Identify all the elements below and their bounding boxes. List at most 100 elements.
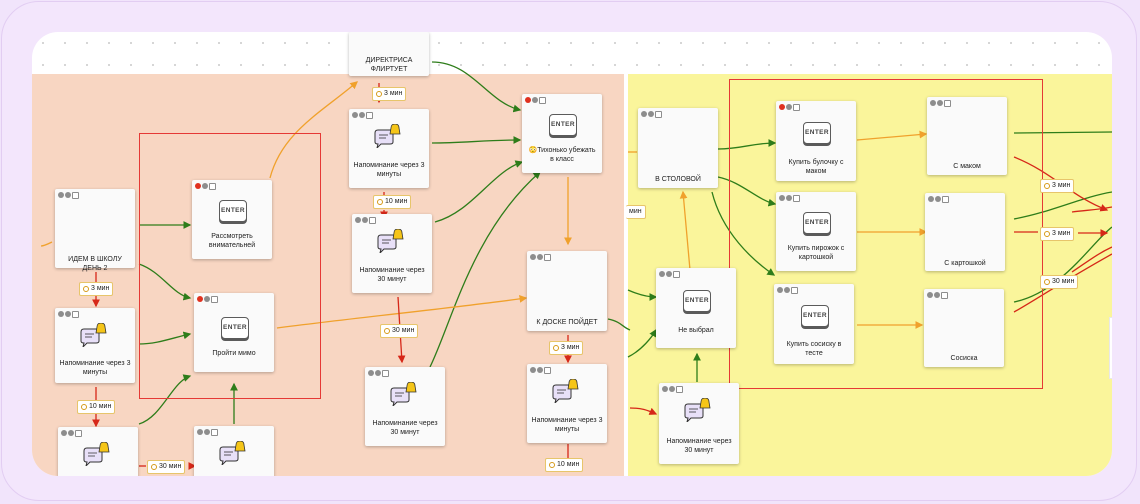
node-ne-vybral[interactable]: ENTER Не выбрал [656, 268, 736, 348]
wire-green [138, 374, 192, 425]
timer-badge[interactable]: 10 мин [77, 400, 116, 414]
enter-icon: ENTER [549, 114, 577, 136]
node-napom30-low[interactable]: Напоминание через 30 минут [365, 367, 445, 446]
timer-badge[interactable]: 3 мин [549, 341, 584, 355]
node-napom30-yel[interactable]: Напоминание через 30 минут [659, 383, 739, 464]
timer-badge[interactable]: 3 мин [1040, 179, 1075, 193]
clock-icon [1044, 183, 1050, 189]
node-napom3-mid[interactable]: Напоминание через 3 минуты [349, 109, 429, 188]
node-label: Пройти мимо [212, 350, 256, 357]
timer-badge[interactable]: 30 мин [380, 324, 419, 338]
enter-icon: ENTER [803, 122, 831, 144]
bell-icon [684, 398, 711, 422]
node-label: Сосиска [950, 355, 978, 362]
node-label: ДИРЕКТРИСА ФЛИРТУЕТ [365, 57, 413, 73]
wire-green [429, 171, 541, 368]
node-icons [368, 370, 389, 378]
node-direktrisa[interactable]: ДИРЕКТРИСА ФЛИРТУЕТ [349, 32, 429, 76]
node-sosiska[interactable]: Сосиска [924, 289, 1004, 367]
node-sosisku[interactable]: ENTER Купить сосиску в тесте [774, 284, 854, 364]
clock-icon [81, 404, 87, 410]
enter-icon: ENTER [221, 317, 249, 339]
timer-badge[interactable]: 3 мин [372, 87, 407, 101]
node-bulochka[interactable]: ENTER Купить булочку с маком [776, 101, 856, 181]
timer-badge[interactable]: 30 мин [147, 460, 186, 474]
node-napom3-right[interactable]: Напоминание через 3 минуты [527, 364, 607, 443]
wire-green [138, 263, 192, 301]
node-bell-bottom-mid[interactable] [194, 426, 274, 476]
clock-icon [549, 462, 555, 468]
timer-badge[interactable]: 3 мин [1040, 227, 1075, 241]
wire-red [629, 407, 658, 415]
node-label: Напоминание через 30 минут [359, 267, 425, 283]
wire-green [711, 191, 776, 276]
node-icons [197, 429, 218, 437]
bell-icon [377, 229, 404, 253]
node-label: Напоминание через 3 минуты [59, 360, 131, 376]
node-label: Напоминание через 3 минуты [531, 417, 603, 433]
wire-orange [856, 130, 928, 141]
connection-layer [40, 61, 1112, 470]
flow-canvas[interactable]: ДИРЕКТРИСА ФЛИРТУЕТ ENTER 😳Тихонько убеж… [32, 32, 1112, 476]
node-napom30-mid[interactable]: Напоминание через 30 минут [352, 214, 432, 293]
clock-icon [151, 464, 157, 470]
node-label: К ДОСКЕ ПОЙДЕТ [536, 319, 598, 326]
node-icons [928, 196, 949, 204]
wire-green [717, 139, 777, 150]
node-icons [197, 296, 218, 304]
bell-icon [374, 124, 401, 148]
bell-icon [552, 379, 579, 403]
node-s-makom[interactable]: С маком [927, 97, 1007, 175]
node-icons [662, 386, 683, 394]
node-icons [530, 367, 551, 375]
node-label: Рассмотреть внимательней [208, 233, 256, 249]
wire-green [627, 289, 658, 301]
wire-green [434, 160, 524, 223]
node-label: Напоминание через 3 минуты [353, 162, 425, 178]
node-label: Купить сосиску в тесте [786, 341, 842, 357]
node-label: ИДЕМ В ШКОЛУ ДЕНЬ 2 [68, 256, 122, 272]
timer-badge[interactable]: 10 мин [373, 195, 412, 209]
node-icons [779, 195, 800, 203]
enter-icon: ENTER [801, 305, 829, 327]
node-idem[interactable]: ИДЕМ В ШКОЛУ ДЕНЬ 2 [55, 189, 135, 272]
node-projti[interactable]: ENTER Пройти мимо [194, 293, 274, 372]
wire-green [627, 328, 657, 358]
node-icons [195, 183, 216, 191]
node-k-doske[interactable]: К ДОСКЕ ПОЙДЕТ [527, 251, 607, 331]
node-icons [779, 104, 800, 112]
node-tikhonko[interactable]: ENTER 😳Тихонько убежать в класс [522, 94, 602, 173]
node-icons [530, 254, 551, 262]
node-s-kartoshkoj[interactable]: С картошкой [925, 193, 1005, 271]
node-napom3-left[interactable]: Напоминание через 3 минуты [55, 308, 135, 383]
node-v-stolovoj[interactable]: В СТОЛОВОЙ [638, 108, 718, 188]
node-label: Напоминание через 30 минут [666, 438, 732, 454]
wire-orange [276, 295, 528, 329]
enter-icon: ENTER [219, 200, 247, 222]
wire-orange [40, 241, 53, 247]
node-label: Напоминание через 30 минут [372, 420, 438, 436]
zone-divider [624, 74, 628, 476]
wire-green [607, 318, 631, 331]
timer-badge[interactable]: 10 мин [545, 458, 584, 472]
node-icons [352, 112, 373, 120]
node-bell-bottom-left[interactable] [58, 427, 138, 476]
node-label: В СТОЛОВОЙ [655, 176, 701, 183]
node-rassmotret[interactable]: ENTER Рассмотреть внимательней [192, 180, 272, 259]
wire-red [1071, 206, 1112, 213]
node-icons [355, 217, 376, 225]
clock-icon [553, 345, 559, 351]
bell-icon [80, 323, 107, 347]
timer-badge[interactable]: 30 мин [1040, 275, 1079, 289]
enter-icon: ENTER [683, 290, 711, 312]
node-label: 😳Тихонько убежать в класс [528, 147, 596, 163]
timer-badge[interactable]: 3 мин [79, 282, 114, 296]
timer-badge[interactable]: мин [626, 205, 646, 219]
wire-orange [269, 81, 358, 179]
highlight-frame [139, 133, 321, 399]
node-pirozhok[interactable]: ENTER Купить пирожок с картошкой [776, 192, 856, 271]
wire-green [1013, 191, 1112, 220]
zone-edge-panel [1109, 317, 1112, 379]
node-icons [641, 111, 662, 119]
